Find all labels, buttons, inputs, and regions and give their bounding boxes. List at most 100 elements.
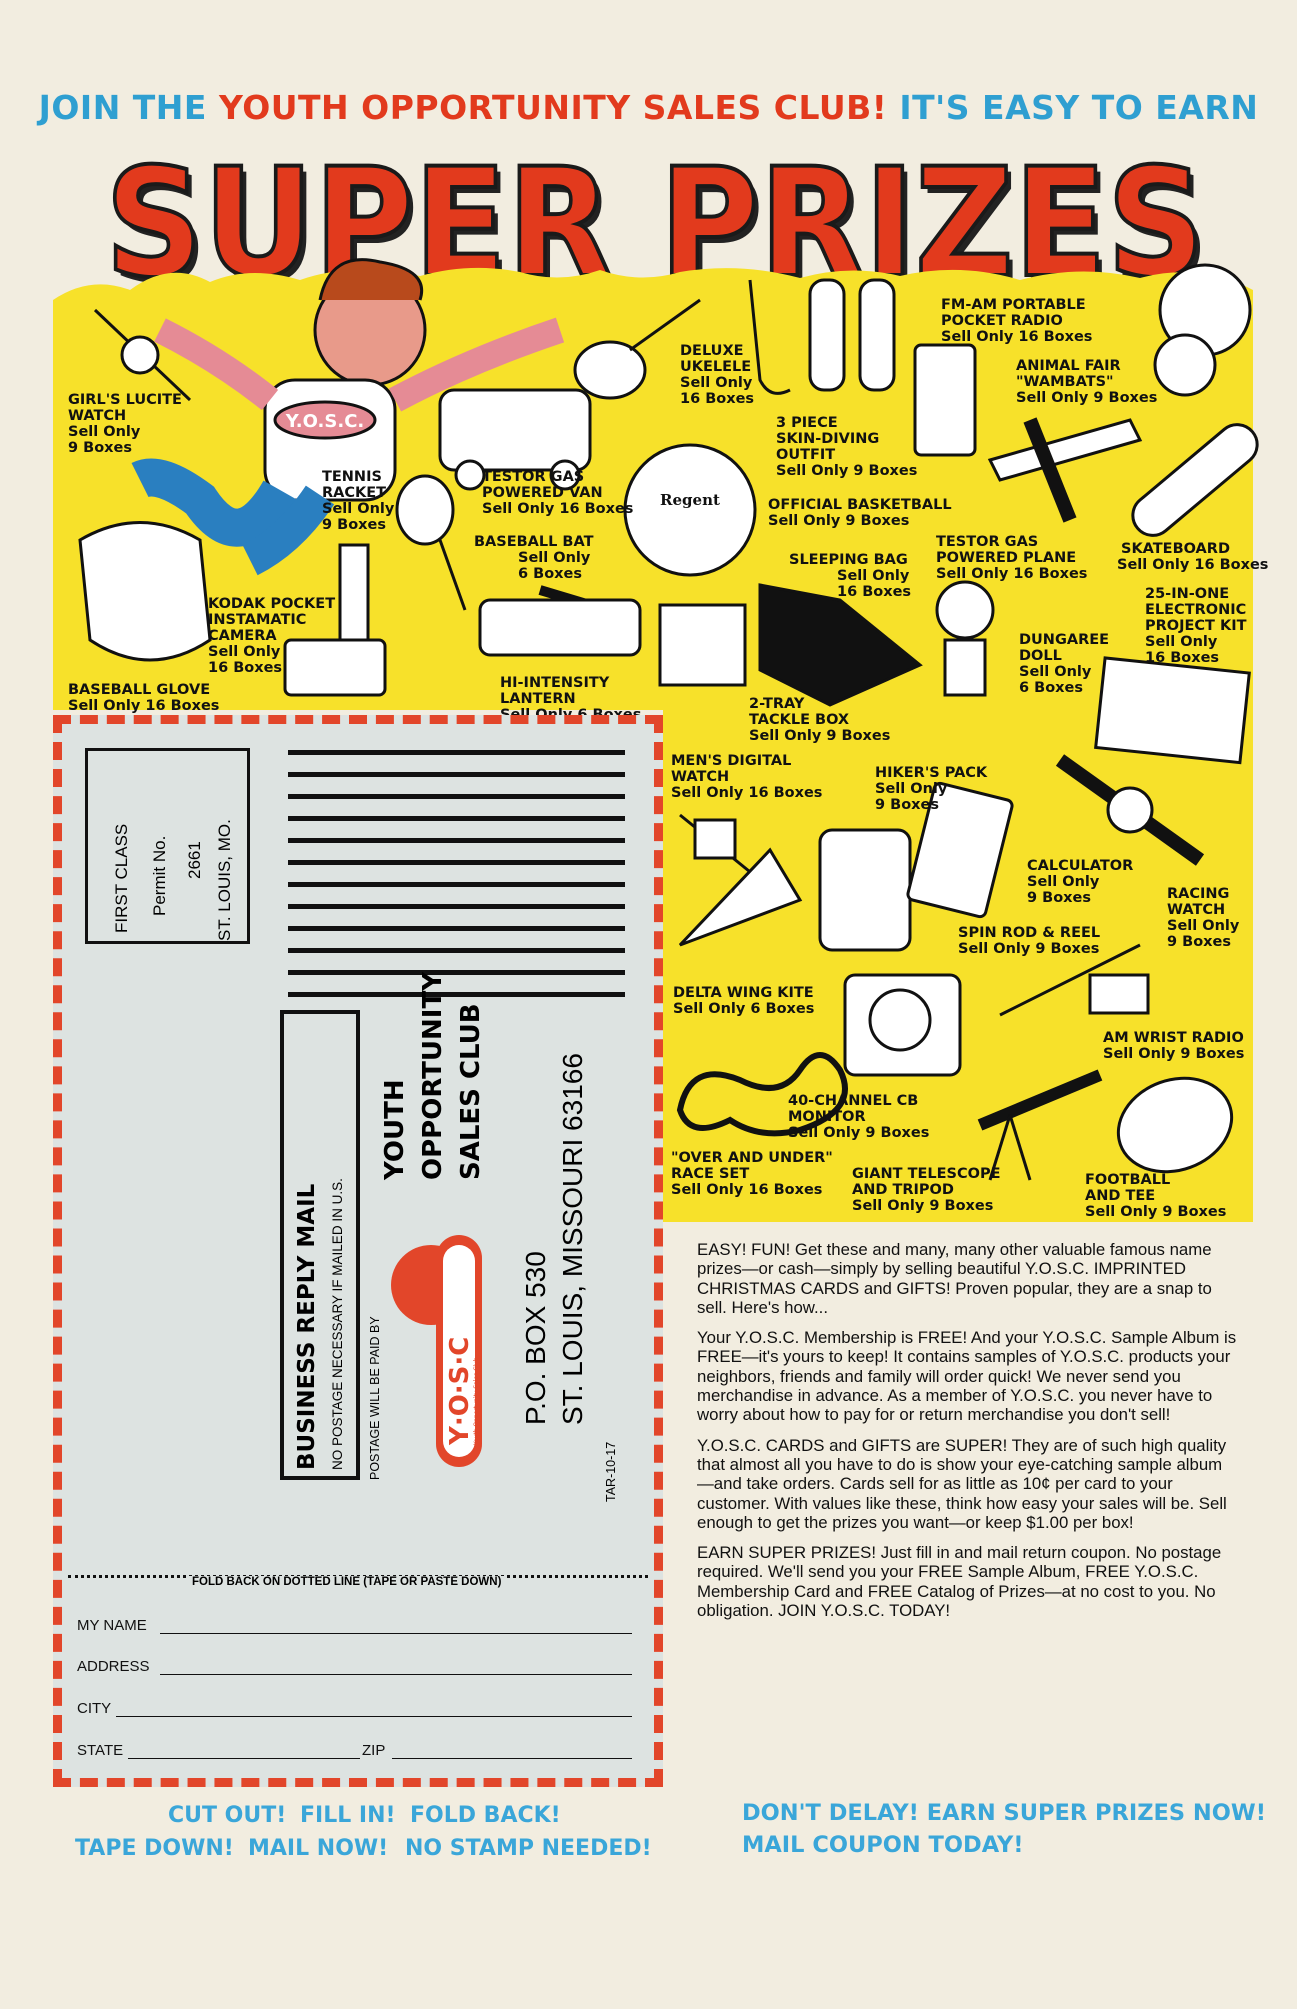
prize-sell: Sell Only 16 Boxes	[482, 501, 634, 517]
yosc-logo: Y·O·S·C Youth Opportunity Sales Club	[391, 1235, 482, 1467]
wambat-icon	[1153, 263, 1252, 397]
prize-sell: Sell Only 6 Boxes	[673, 1001, 815, 1017]
prize-name: BASEBALL GLOVE	[68, 682, 211, 698]
doll-icon	[935, 580, 995, 697]
prize-sell: Sell Only 9 Boxes	[68, 424, 141, 456]
prize-name: TESTOR GAS POWERED VAN	[482, 469, 603, 501]
prize-name: MEN'S DIGITAL WATCH	[671, 753, 792, 785]
permit-number-label: Permit No.	[150, 835, 169, 916]
prize-name: CALCULATOR	[1027, 858, 1134, 874]
prize-name: GIANT TELESCOPE AND TRIPOD	[852, 1166, 1001, 1198]
zip-input-line[interactable]	[392, 1758, 632, 1759]
prize-name: BASEBALL BAT	[474, 534, 594, 550]
body-paragraph-1: EASY! FUN! Get these and many, many othe…	[697, 1240, 1212, 1317]
prize-name: RACING WATCH	[1167, 886, 1230, 918]
prize-name: DELTA WING KITE	[673, 985, 814, 1001]
prize-name: ANIMAL FAIR "WAMBATS"	[1016, 358, 1121, 390]
permit-box: FIRST CLASS Permit No. 2661 ST. LOUIS, M…	[85, 748, 250, 944]
prize-sell: Sell Only 16 Boxes	[941, 329, 1093, 345]
telescope-icon	[977, 1069, 1103, 1181]
basketball-brand: Regent	[660, 491, 720, 509]
prize-name: TESTOR GAS POWERED PLANE	[936, 534, 1077, 566]
name-input-line[interactable]	[160, 1633, 632, 1634]
prize-sell: Sell Only 16 Boxes	[837, 568, 912, 600]
reply-title: BUSINESS REPLY MAIL	[294, 1183, 320, 1470]
prize-sell: Sell Only 6 Boxes	[1019, 664, 1092, 696]
prize-name: SPIN ROD & REEL	[958, 925, 1101, 941]
prize-sell: Sell Only 9 Boxes	[1103, 1046, 1245, 1062]
prize-sell: Sell Only 9 Boxes	[322, 501, 395, 533]
header-club-name: YOUTH OPPORTUNITY SALES CLUB!	[218, 88, 888, 127]
business-reply-box: BUSINESS REPLY MAIL NO POSTAGE NECESSARY…	[280, 1010, 360, 1480]
racing-watch-icon	[1055, 754, 1205, 866]
permit-city: ST. LOUIS, MO.	[215, 819, 234, 941]
prize-name: 3 PIECE SKIN-DIVING OUTFIT	[776, 415, 880, 463]
address-input-line[interactable]	[160, 1674, 632, 1675]
body-copy: EASY! FUN! Get these and many, many othe…	[697, 1240, 1237, 1631]
fishing-rod-icon	[999, 943, 1141, 1017]
fold-note: FOLD BACK ON DOTTED LINE (TAPE OR PASTE …	[188, 1576, 506, 1588]
reply-subtitle: NO POSTAGE NECESSARY IF MAILED IN U.S.	[330, 1178, 345, 1470]
field-label-name: MY NAME	[77, 1617, 147, 1634]
logo-subtext: Youth Opportunity Sales Club	[473, 1357, 480, 1446]
header-tagline: JOIN THE YOUTH OPPORTUNITY SALES CLUB! I…	[0, 88, 1297, 127]
coupon-code: TAR-10-17	[604, 1441, 618, 1502]
header-join: JOIN THE	[38, 88, 207, 127]
state-input-line[interactable]	[128, 1758, 360, 1759]
permit-first-class: FIRST CLASS	[112, 823, 131, 933]
prize-sell: Sell Only 9 Boxes	[852, 1198, 994, 1214]
prize-sell: Sell Only 9 Boxes	[788, 1125, 930, 1141]
prize-name: "OVER AND UNDER" RACE SET	[671, 1150, 833, 1182]
city-input-line[interactable]	[116, 1716, 632, 1717]
prize-sell: Sell Only 9 Boxes	[1167, 918, 1240, 950]
prize-sell: Sell Only 16 Boxes	[68, 698, 220, 714]
tennis-racket-icon	[395, 474, 467, 611]
logo-text: Y·O·S·C	[445, 1337, 475, 1446]
prize-name: AM WRIST RADIO	[1103, 1030, 1244, 1046]
prize-name: TENNIS RACKET	[322, 469, 387, 501]
cta-fill-in: FILL IN!	[300, 1803, 396, 1828]
prize-sell: Sell Only 9 Boxes	[875, 781, 948, 813]
pocket-radio-icon	[913, 343, 977, 457]
skateboard-icon	[1131, 423, 1259, 537]
kite-icon	[678, 847, 803, 947]
prize-name: FM-AM PORTABLE POCKET RADIO	[941, 297, 1086, 329]
prize-sell: Sell Only 9 Boxes	[768, 513, 910, 529]
field-label-address: ADDRESS	[77, 1658, 150, 1675]
prize-sell: Sell Only 16 Boxes	[1117, 557, 1269, 573]
prize-sell: Sell Only 16 Boxes	[1145, 634, 1220, 666]
cta-no-stamp: NO STAMP NEEDED!	[405, 1836, 652, 1861]
football-icon	[1116, 1076, 1234, 1174]
prize-name: 40-CHANNEL CB MONITOR	[788, 1093, 919, 1125]
club-line2: OPPORTUNITY	[418, 971, 448, 1180]
prize-sell: Sell Only 9 Boxes	[1027, 874, 1100, 906]
header-easy: IT'S EASY TO EARN	[899, 88, 1259, 127]
prize-sell: Sell Only 16 Boxes	[680, 375, 755, 407]
prize-sell: Sell Only 9 Boxes	[1085, 1204, 1227, 1220]
super-prizes-text: SUPER PRIZES	[105, 140, 1205, 290]
body-paragraph-2: Your Y.O.S.C. Membership is FREE! And yo…	[697, 1328, 1237, 1425]
super-prizes-shadow: SUPER PRIZES	[110, 143, 1210, 290]
prize-sell: Sell Only 9 Boxes	[1016, 390, 1158, 406]
plane-icon	[987, 417, 1143, 523]
prize-name: 25-IN-ONE ELECTRONIC PROJECT KIT	[1145, 586, 1247, 634]
prize-name: OFFICIAL BASKETBALL	[768, 497, 952, 513]
prize-name: 2-TRAY TACKLE BOX	[749, 696, 850, 728]
prize-name: DELUXE UKELELE	[680, 343, 752, 375]
